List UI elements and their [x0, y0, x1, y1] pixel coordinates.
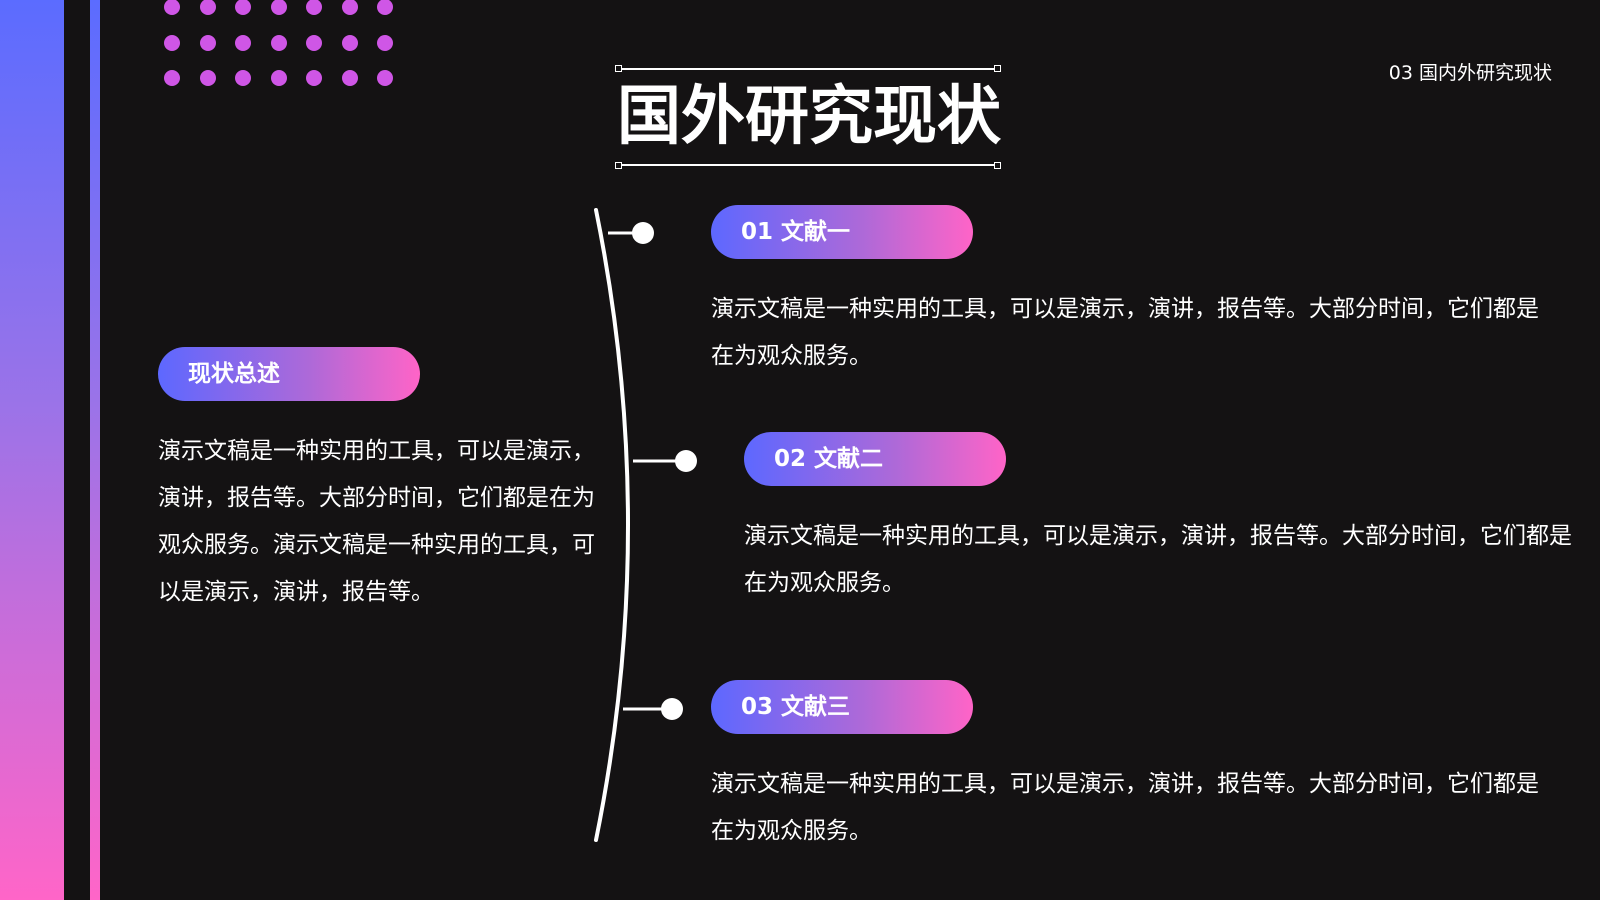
item-3-text: 演示文稿是一种实用的工具，可以是演示，演讲，报告等。大部分时间，它们都是在为观众… [711, 771, 1539, 844]
decorative-dot [199, 0, 216, 15]
left-gradient-bar [0, 0, 64, 900]
decorative-dot [377, 0, 393, 15]
item-1-label-pill: 01 文献一 [711, 205, 973, 259]
summary-text: 演示文稿是一种实用的工具，可以是演示，演讲，报告等。大部分时间，它们都是在为观众… [158, 438, 595, 605]
decorative-dot [377, 70, 393, 86]
bracket-curve [594, 208, 630, 842]
timeline-bracket [594, 208, 697, 842]
frame-handle [615, 162, 622, 169]
decorative-dot [341, 0, 358, 15]
decorative-dot-grid [164, 0, 396, 87]
summary-label-pill: 现状总述 [158, 347, 420, 401]
title-frame-top-line [620, 68, 996, 70]
decorative-dot [199, 34, 216, 51]
decorative-dot [306, 34, 322, 51]
frame-handle [615, 65, 622, 72]
decorative-dot [235, 0, 251, 15]
item-2-label-pill: 02 文献二 [744, 432, 1006, 486]
decorative-dot [164, 34, 180, 51]
title-frame: 国外研究现状 [615, 65, 1001, 169]
title-frame-bottom-line [620, 164, 996, 166]
decorative-dot [199, 70, 216, 86]
timeline-node-2 [675, 450, 697, 472]
item-1-text: 演示文稿是一种实用的工具，可以是演示，演讲，报告等。大部分时间，它们都是在为观众… [711, 296, 1539, 369]
decorative-dot [377, 34, 393, 51]
decorative-dot [235, 70, 251, 86]
decorative-dot [270, 0, 287, 15]
timeline-node-3 [661, 698, 683, 720]
decorative-dot [270, 34, 287, 51]
decorative-dot [235, 34, 251, 51]
page-title: 国外研究现状 [617, 80, 1001, 154]
decorative-dot [164, 70, 180, 86]
left-gradient-line [90, 0, 100, 900]
item-3-label-pill: 03 文献三 [711, 680, 973, 734]
decorative-dot [341, 34, 358, 51]
section-label: 03 国内外研究现状 [1388, 62, 1552, 84]
decorative-dot [306, 70, 322, 86]
frame-handle [994, 162, 1001, 169]
decorative-dot [341, 70, 358, 86]
timeline-node-1 [632, 222, 654, 244]
frame-handle [994, 65, 1001, 72]
decorative-dot [164, 0, 180, 15]
decorative-dot [306, 0, 322, 15]
item-2-text: 演示文稿是一种实用的工具，可以是演示，演讲，报告等。大部分时间，它们都是在为观众… [744, 523, 1572, 596]
decorative-dot [270, 70, 287, 86]
